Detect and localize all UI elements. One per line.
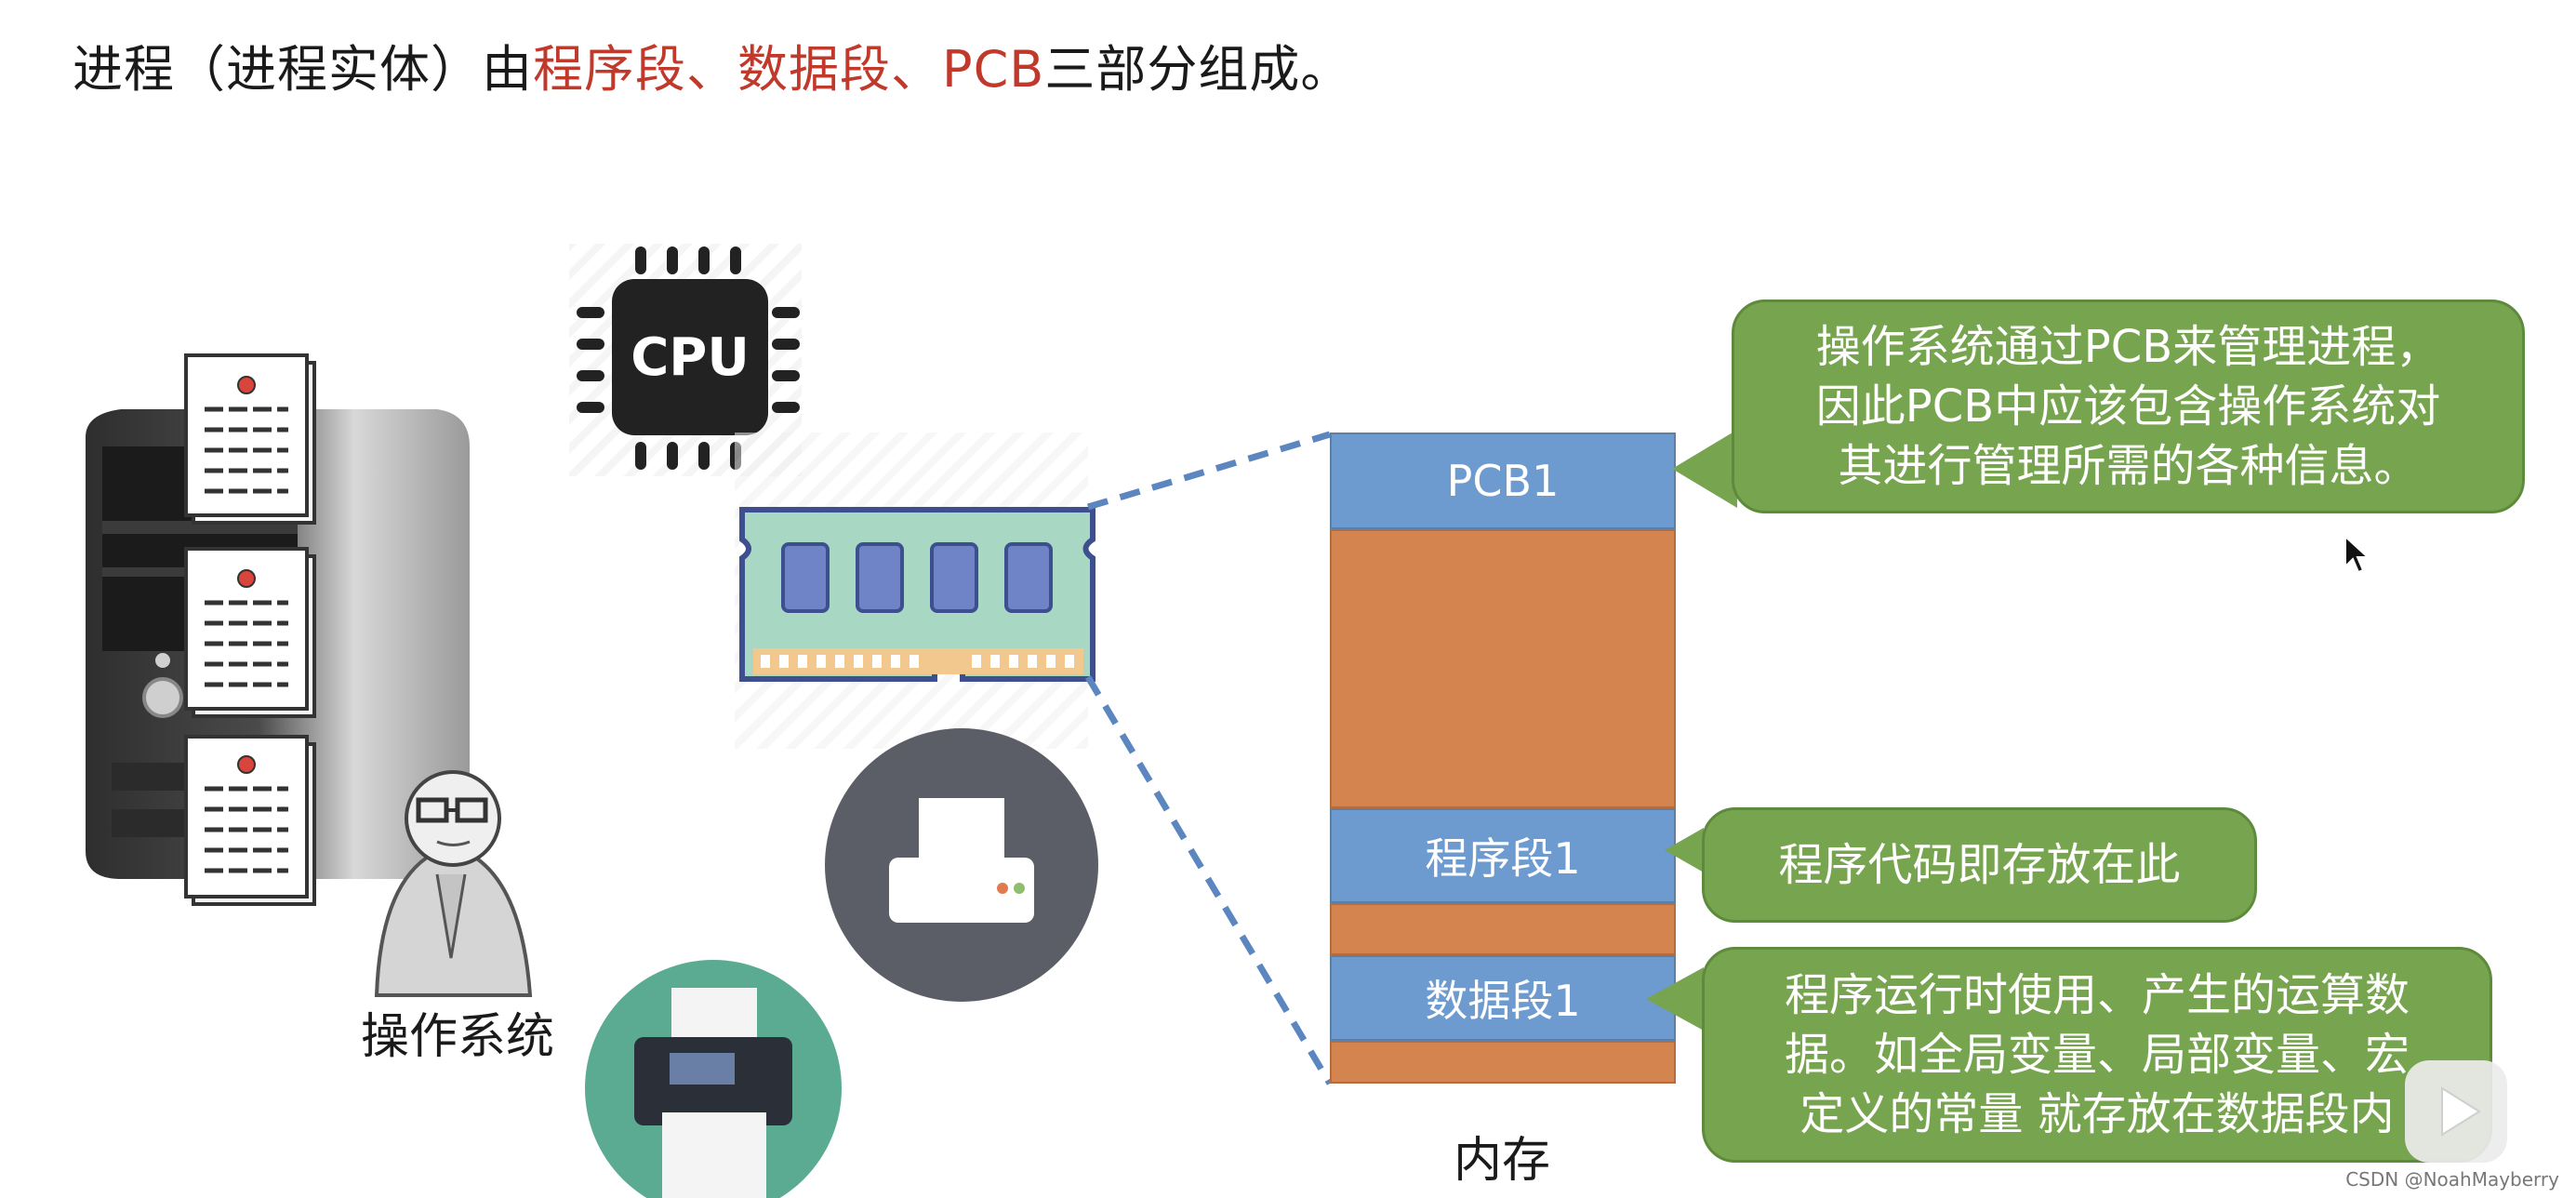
code-segment-label: 程序段1 <box>1425 833 1581 884</box>
callout-data-text: 程序运行时使用、产生的运算数 据。如全局变量、局部变量、宏 定义的常量 就存放在… <box>1784 969 2410 1140</box>
title-prefix: 进程（进程实体）由 <box>73 40 533 99</box>
memory-label: 内存 <box>1454 1133 1551 1189</box>
connector-top <box>1086 431 1332 511</box>
mouse-cursor-icon <box>2344 535 2370 574</box>
document-icon <box>184 735 316 906</box>
memory-gap-block <box>1330 903 1676 955</box>
callout-code: 程序代码即存放在此 <box>1702 807 2257 923</box>
callout-data-tail <box>1646 967 1704 1031</box>
memory-end-block <box>1330 1041 1676 1084</box>
memory-stick-icon <box>735 433 1095 749</box>
connector-bottom <box>1084 675 1334 1085</box>
callout-pcb-tail <box>1672 430 1737 508</box>
watermark: CSDN @NoahMayberry <box>2345 1168 2559 1191</box>
pcb-block-label: PCB1 <box>1446 456 1560 506</box>
printer-icon <box>825 728 1098 1002</box>
person-icon <box>374 770 533 997</box>
data-segment-block: 数据段1 <box>1330 955 1676 1041</box>
title-highlight-pcb: PCB <box>942 40 1045 99</box>
data-segment-label: 数据段1 <box>1425 976 1581 1026</box>
title-suffix: 三部分组成。 <box>1044 40 1352 99</box>
play-icon <box>2441 1086 2481 1137</box>
callout-code-text: 程序代码即存放在此 <box>1778 839 2181 891</box>
os-label: 操作系统 <box>361 1009 555 1065</box>
document-icon <box>184 547 316 718</box>
cpu-label: CPU <box>631 327 750 388</box>
memory-free-block <box>1330 529 1676 808</box>
callout-pcb: 操作系统通过PCB来管理进程， 因此PCB中应该包含操作系统对 其进行管理所需的… <box>1732 300 2525 513</box>
cpu-icon: CPU <box>569 244 802 476</box>
page-title: 进程（进程实体）由程序段、数据段、PCB三部分组成。 <box>73 28 1351 101</box>
inkjet-printer-icon <box>585 960 842 1198</box>
callout-pcb-text: 操作系统通过PCB来管理进程， 因此PCB中应该包含操作系统对 其进行管理所需的… <box>1815 321 2441 492</box>
callout-data: 程序运行时使用、产生的运算数 据。如全局变量、局部变量、宏 定义的常量 就存放在… <box>1702 947 2492 1163</box>
pcb-block: PCB1 <box>1330 433 1676 529</box>
callout-code-tail <box>1665 828 1704 872</box>
document-icon <box>184 353 316 525</box>
document-stack <box>184 353 316 906</box>
code-segment-block: 程序段1 <box>1330 808 1676 903</box>
title-highlight-data: 数据段、 <box>737 40 942 99</box>
title-highlight-code: 程序段、 <box>533 40 737 99</box>
play-button[interactable] <box>2405 1060 2507 1163</box>
